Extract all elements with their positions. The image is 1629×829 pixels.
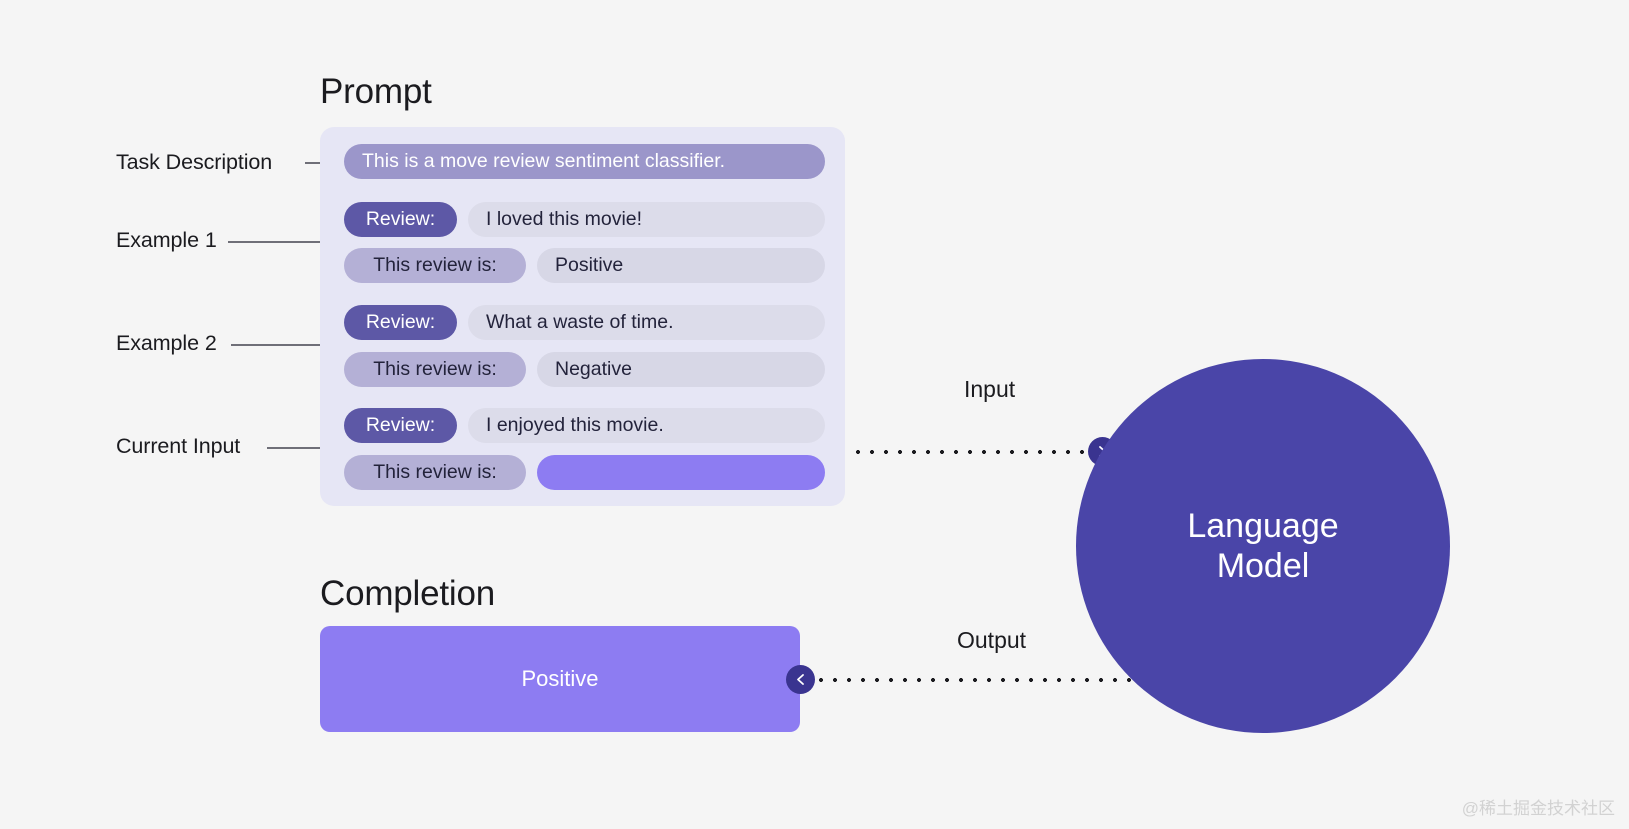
- prompt-row-example2-answer: This review is: Negative: [344, 352, 825, 387]
- leader-line-example-2: [231, 344, 345, 346]
- chevron-left-icon: [786, 665, 815, 694]
- review-value-pill: I enjoyed this movie.: [468, 408, 825, 443]
- language-model-label-line2: Model: [1216, 547, 1310, 585]
- output-connector-line: [800, 678, 1140, 682]
- review-value-pill: What a waste of time.: [468, 305, 825, 340]
- blank-completion-slot: [537, 455, 825, 490]
- prompt-section-title: Prompt: [320, 72, 432, 111]
- review-label-pill: Review:: [344, 305, 457, 340]
- prompt-row-current-review: Review: I enjoyed this movie.: [344, 408, 825, 443]
- task-description-pill: This is a move review sentiment classifi…: [344, 144, 825, 179]
- language-model-label: Language Model: [1187, 506, 1338, 586]
- review-label-pill: Review:: [344, 202, 457, 237]
- leader-line-current-input: [267, 447, 345, 449]
- language-model-label-line1: Language: [1187, 506, 1339, 545]
- annotation-label-example-2: Example 2: [116, 331, 217, 355]
- output-flow-label: Output: [957, 627, 1027, 653]
- answer-value-pill: Negative: [537, 352, 825, 387]
- prompt-row-current-answer: This review is:: [344, 455, 825, 490]
- completion-output-box: Positive: [320, 626, 800, 732]
- prompt-row-example1-answer: This review is: Positive: [344, 248, 825, 283]
- annotation-label-example-1: Example 1: [116, 228, 217, 252]
- annotation-label-current-input: Current Input: [116, 434, 241, 458]
- answer-label-pill: This review is:: [344, 455, 526, 490]
- answer-value-pill: Positive: [537, 248, 825, 283]
- prompt-row-task-description: This is a move review sentiment classifi…: [344, 144, 825, 179]
- answer-label-pill: This review is:: [344, 248, 526, 283]
- watermark: @稀土掘金技术社区: [1461, 799, 1615, 818]
- review-value-pill: I loved this movie!: [468, 202, 825, 237]
- leader-line-example-1: [228, 241, 345, 243]
- review-label-pill: Review:: [344, 408, 457, 443]
- prompt-panel: This is a move review sentiment classifi…: [320, 127, 845, 506]
- annotation-label-task-description: Task Description: [116, 150, 273, 174]
- prompt-row-example2-review: Review: What a waste of time.: [344, 305, 825, 340]
- input-flow-label: Input: [964, 376, 1016, 402]
- input-connector-line: [851, 450, 1101, 454]
- completion-section-title: Completion: [320, 574, 496, 613]
- answer-label-pill: This review is:: [344, 352, 526, 387]
- language-model-node: Language Model: [1076, 359, 1450, 733]
- completion-output-value: Positive: [521, 666, 599, 691]
- prompt-row-example1-review: Review: I loved this movie!: [344, 202, 825, 237]
